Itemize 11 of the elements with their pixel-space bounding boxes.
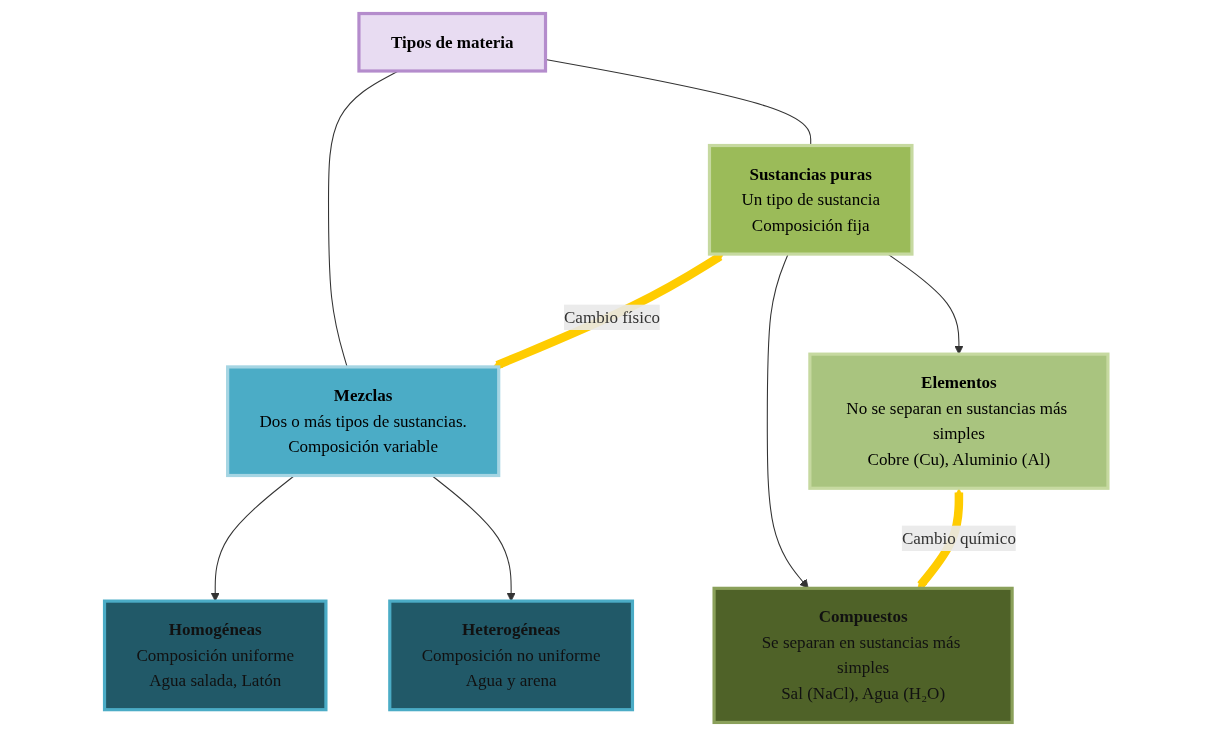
edge-label: Cambio físico [563,307,660,326]
node-box: Homogéneas Composición uniforme Agua salada, Latón [102,599,328,712]
edge-label: Cambio químico [901,528,1016,547]
node-box: Heterogéneas Composición no uniforme Agua y arena [387,599,634,712]
node-box: Mezclas Dos o más tipos de sustancias. Composición variable [225,365,501,478]
arrow [431,475,516,602]
node-box: Sustancias puras Un tipo de sustancia Composición fija [707,143,914,256]
node-box: Elementos No se separan en sustancias más simples Cobre (Cu), Aluminio (Al) [808,352,1110,490]
node-box: Tipos de materia [357,11,547,73]
arrow [210,475,295,602]
node-box: Compuestos Se separan en sustancias más simples Sal (NaCl), Agua (H₂O) [712,586,1014,725]
